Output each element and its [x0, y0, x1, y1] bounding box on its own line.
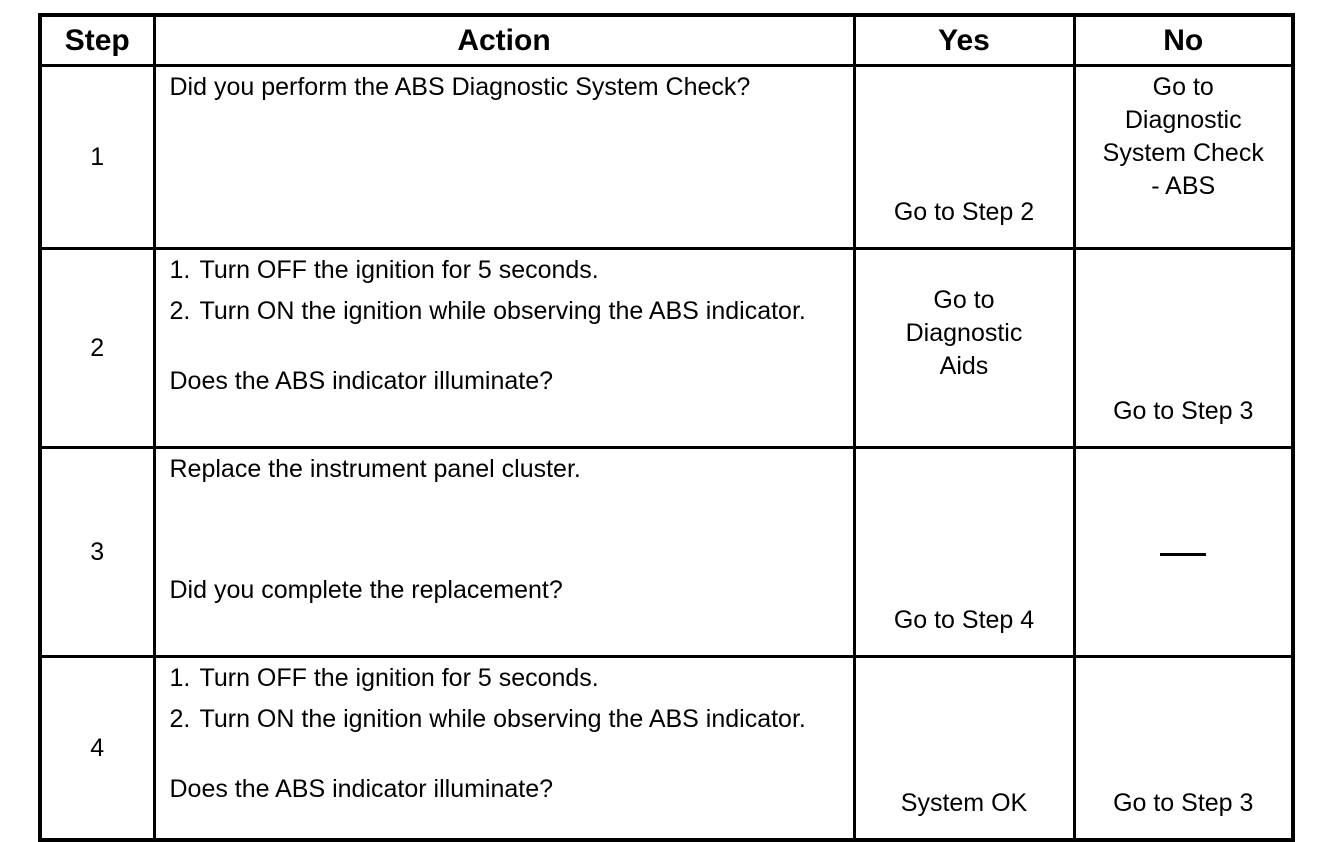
step-number: 3 [38, 446, 156, 658]
diagnostic-table: Step Action Yes No 1 Did you perform the… [38, 13, 1295, 842]
list-text: Turn OFF the ignition for 5 seconds. [199, 664, 599, 692]
yes-line: Aids [939, 352, 989, 380]
list-number: 1. [169, 256, 191, 284]
list-item: 2. Turn ON the ignition while observing … [170, 703, 843, 736]
no-line: Diagnostic [1124, 106, 1242, 134]
list-number: 2. [169, 705, 191, 733]
question-text: Does the ABS indicator illuminate? [169, 775, 554, 803]
yes-line: Diagnostic [905, 319, 1023, 347]
action-text: Did you perform the ABS Diagnostic Syste… [169, 73, 751, 101]
header-row: Step Action Yes No [38, 13, 1295, 67]
no-result-dash [1160, 552, 1207, 556]
action-cell: Replace the instrument panel cluster. Di… [152, 446, 856, 658]
no-cell [1072, 446, 1295, 658]
step-number: 2 [38, 247, 156, 449]
yes-cell: Go to Step 2 [852, 64, 1076, 250]
step-number: 4 [38, 655, 156, 842]
header-no: No [1072, 13, 1295, 67]
no-line: - ABS [1151, 172, 1216, 200]
list-text: Turn OFF the ignition for 5 seconds. [199, 256, 599, 284]
header-action: Action [152, 13, 856, 67]
no-cell: Go to Diagnostic System Check - ABS [1072, 64, 1295, 250]
list-item: 1. Turn OFF the ignition for 5 seconds. [170, 662, 843, 695]
question-text: Did you complete the replacement? [169, 576, 563, 604]
no-cell: Go to Step 3 [1072, 247, 1295, 449]
list-number: 2. [169, 297, 191, 325]
yes-cell: Go to Step 4 [852, 446, 1076, 658]
list-text: Turn ON the ignition while observing the… [199, 297, 806, 325]
table-row: 4 1. Turn OFF the ignition for 5 seconds… [38, 655, 1295, 842]
header-yes: Yes [852, 13, 1076, 67]
no-line: Go to [1152, 73, 1214, 101]
no-cell: Go to Step 3 [1072, 655, 1295, 842]
yes-cell: System OK [852, 655, 1076, 842]
action-cell: 1. Turn OFF the ignition for 5 seconds. … [152, 655, 856, 842]
no-line: System Check [1102, 139, 1264, 167]
table-row: 3 Replace the instrument panel cluster. … [38, 446, 1295, 658]
action-text: Replace the instrument panel cluster. [169, 455, 581, 483]
yes-line: Go to [933, 286, 995, 314]
action-cell: 1. Turn OFF the ignition for 5 seconds. … [152, 247, 856, 449]
list-text: Turn ON the ignition while observing the… [199, 705, 806, 733]
list-number: 1. [169, 664, 191, 692]
table-row: 1 Did you perform the ABS Diagnostic Sys… [38, 64, 1295, 250]
table-row: 2 1. Turn OFF the ignition for 5 seconds… [38, 247, 1295, 449]
list-item: 1. Turn OFF the ignition for 5 seconds. [170, 254, 843, 287]
step-number: 1 [38, 64, 156, 250]
question-text: Does the ABS indicator illuminate? [169, 367, 554, 395]
header-step: Step [38, 13, 156, 67]
action-cell: Did you perform the ABS Diagnostic Syste… [152, 64, 856, 250]
list-item: 2. Turn ON the ignition while observing … [170, 295, 843, 328]
yes-cell: Go to Diagnostic Aids [852, 247, 1076, 449]
